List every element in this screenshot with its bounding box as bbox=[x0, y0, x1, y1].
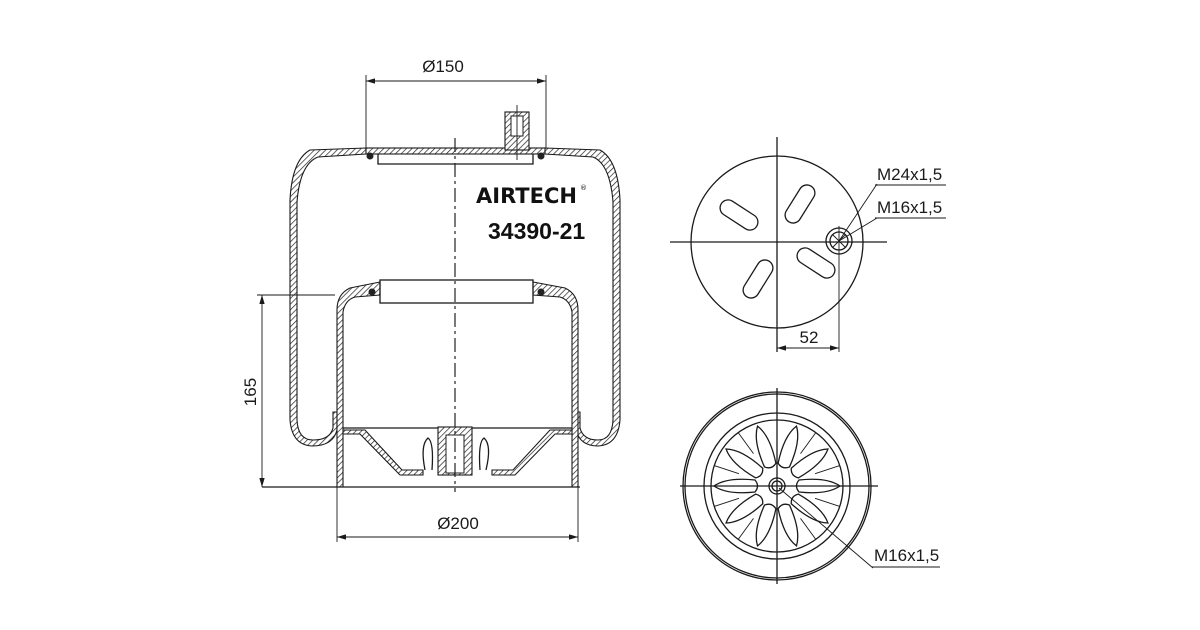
rib-line bbox=[814, 465, 840, 475]
dimension-height: 165 bbox=[241, 378, 260, 406]
dimension-bottom-diameter: Ø200 bbox=[437, 514, 479, 533]
rib bbox=[755, 503, 777, 548]
air-port bbox=[825, 226, 853, 352]
piston bbox=[336, 281, 381, 488]
side-section-view: Ø150 Ø200 165 AIRTECH ® 34390-21 bbox=[241, 57, 621, 542]
rib-line bbox=[800, 432, 817, 454]
rib bbox=[790, 493, 829, 524]
top-view: M24x1,5 M16x1,5 52 bbox=[670, 137, 946, 352]
bead-ring bbox=[366, 152, 374, 160]
rib bbox=[725, 448, 764, 479]
part-number: 34390-21 bbox=[488, 218, 585, 244]
thread-inner-label: M16x1,5 bbox=[877, 198, 942, 217]
bottom-view: M16x1,5 bbox=[680, 388, 940, 584]
piston-top-plate bbox=[379, 279, 534, 304]
bead-ring bbox=[537, 152, 545, 160]
thread-outer-label: M24x1,5 bbox=[877, 165, 942, 184]
rib-line bbox=[714, 497, 740, 507]
mounting-slots bbox=[719, 184, 836, 299]
bottom-thread-label: M16x1,5 bbox=[874, 546, 939, 565]
rib bbox=[725, 493, 764, 524]
bellows-wall-right bbox=[544, 147, 621, 447]
rib bbox=[755, 424, 777, 469]
rib-line bbox=[800, 518, 817, 540]
rib-line bbox=[714, 465, 740, 475]
rib-line bbox=[814, 497, 840, 507]
offset-dimension: 52 bbox=[800, 328, 819, 347]
rib bbox=[790, 448, 829, 479]
bellows-wall bbox=[289, 147, 367, 447]
dimension-top-diameter: Ø150 bbox=[422, 57, 464, 76]
registered-mark: ® bbox=[580, 184, 587, 192]
rib-line bbox=[737, 432, 754, 454]
rib bbox=[777, 424, 799, 469]
rib bbox=[777, 503, 799, 548]
rib-line bbox=[737, 518, 754, 540]
brand-logo: AIRTECH bbox=[476, 184, 577, 208]
